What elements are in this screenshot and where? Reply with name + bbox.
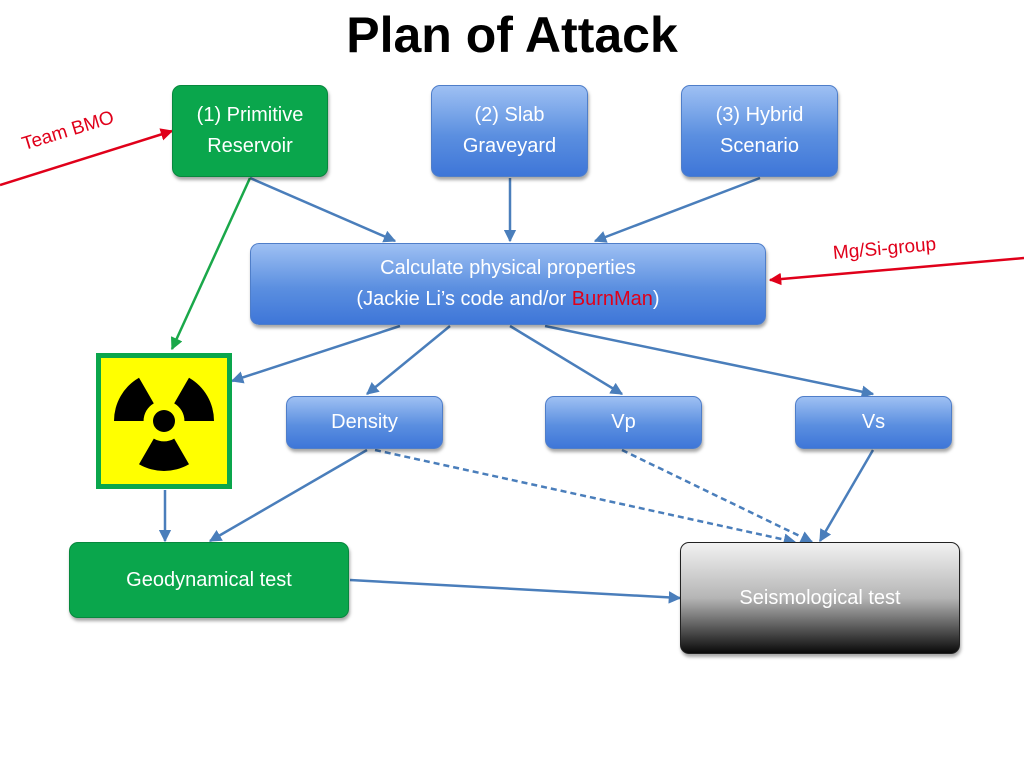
dashed-vp-to-seis [621, 448, 814, 544]
vp-box: Vp [545, 396, 702, 449]
dashed-density-to-seis [374, 448, 797, 546]
density-box: Density [286, 396, 443, 449]
geodynamical-test-box: Geodynamical test [69, 542, 349, 618]
burnman-label: BurnMan [571, 288, 653, 310]
calculate-properties-box: Calculate physical properties (Jackie Li… [250, 243, 766, 325]
radiation-symbol-icon [114, 377, 214, 471]
arrow-density-to-geo [208, 448, 368, 543]
page-title: Plan of Attack [346, 7, 678, 63]
arrow-calc-to-vs [544, 324, 875, 398]
scenario-label-line2: Scenario [720, 135, 799, 157]
arrow-team-bmo [0, 128, 174, 187]
arrow-geo-to-seis [349, 578, 682, 604]
scenario-label-line1: (1) Primitive [196, 104, 304, 126]
calc-line1: Calculate physical properties [380, 257, 636, 279]
seismological-test-box: Seismological test [680, 542, 960, 654]
radiation-hazard-sign [96, 353, 232, 489]
scenario-label-line2: Graveyard [462, 135, 557, 157]
property-label: Vp [611, 411, 636, 433]
property-label: Vs [861, 411, 886, 433]
seismological-test-label: Seismological test [739, 586, 901, 609]
arrow-primitive-to-calc [249, 176, 397, 243]
scenario-label-line1: (3) Hybrid [715, 104, 804, 126]
arrow-calc-to-hazard [230, 324, 401, 384]
arrow-primitive-to-hazard [170, 177, 252, 351]
arrow-calc-to-vp [509, 324, 624, 396]
property-label: Density [331, 411, 398, 433]
calc-line2-prefix: (Jackie Li’s code and/or [356, 288, 572, 310]
arrow-hybrid-to-calc [593, 176, 761, 243]
arrow-mg-si-group [768, 256, 1024, 286]
scenario-label-line2: Reservoir [207, 135, 293, 157]
arrow-calc-to-density [366, 325, 451, 395]
scenario-label-line1: (2) Slab [474, 104, 545, 126]
calc-line2-suffix: ) [652, 288, 660, 310]
vs-box: Vs [795, 396, 952, 449]
geodynamical-test-label: Geodynamical test [126, 568, 292, 591]
arrow-vs-to-seis [818, 449, 875, 543]
